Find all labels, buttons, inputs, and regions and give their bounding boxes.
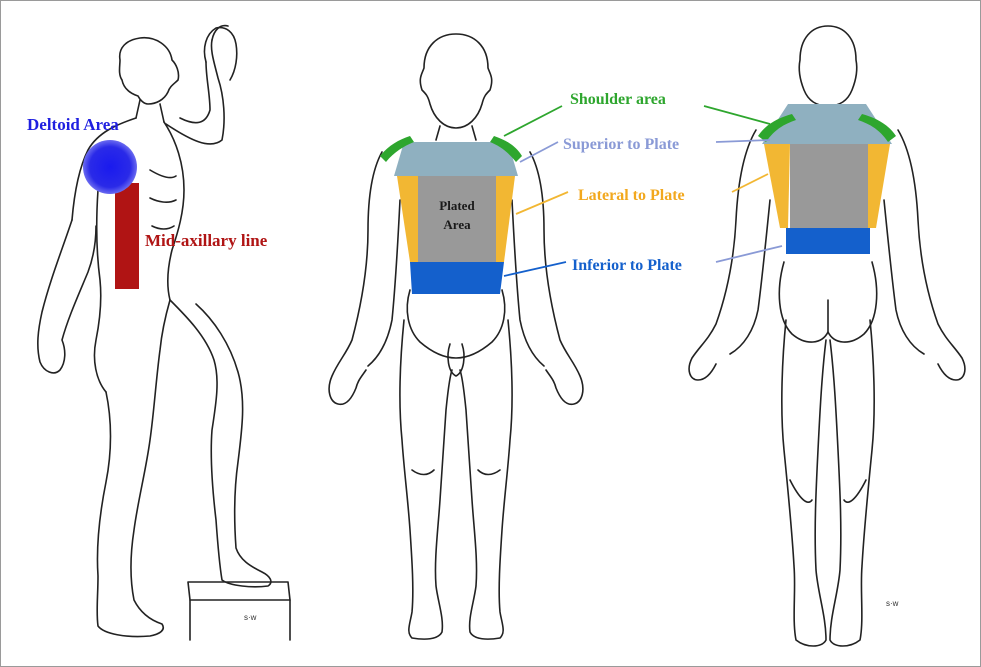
shoulder-area-label: Shoulder area (570, 91, 666, 108)
back-zones (758, 104, 896, 254)
signature-mark-left: s·w (244, 613, 257, 622)
superior-to-plate-label: Superior to Plate (563, 136, 679, 153)
superior-leader-front (520, 142, 558, 162)
front-superior-zone (394, 142, 518, 176)
lateral-leader-back (732, 174, 768, 192)
inferior-leader-back (716, 246, 782, 262)
front-lateral-zone-right (496, 176, 515, 262)
lateral-to-plate-label: Lateral to Plate (578, 187, 685, 204)
shoulder-leader-front (504, 106, 562, 136)
mid-axillary-label: Mid-axillary line (145, 231, 268, 250)
deltoid-area-label: Deltoid Area (27, 115, 119, 134)
plated-area-label-line2: Area (443, 217, 471, 232)
back-plated-zone (790, 144, 868, 228)
signature-mark-right: s·w (886, 599, 899, 608)
inferior-to-plate-label: Inferior to Plate (572, 257, 682, 274)
front-inferior-zone (410, 262, 504, 294)
front-zones (380, 136, 522, 294)
front-lateral-zone-left (397, 176, 418, 262)
mid-axillary-bar (115, 183, 139, 289)
superior-leader-back (716, 140, 770, 142)
inferior-leader-front (504, 262, 566, 276)
back-lateral-zone-right (868, 144, 890, 228)
back-inferior-zone (786, 228, 870, 254)
front-view-figure (329, 34, 583, 639)
deltoid-circle (83, 140, 137, 194)
shoulder-leader-back (704, 106, 770, 124)
plated-area-label-line1: Plated (439, 198, 475, 213)
